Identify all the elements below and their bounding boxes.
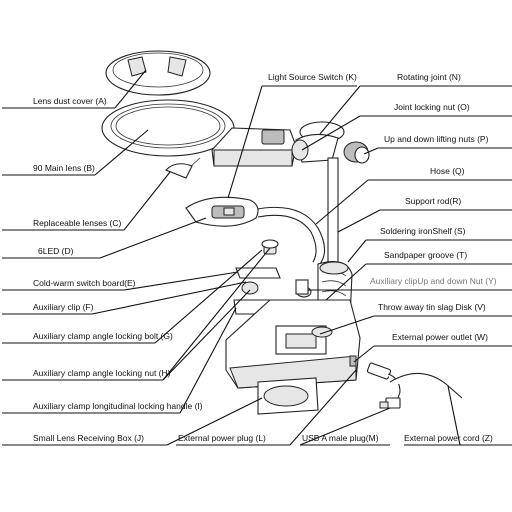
power-cord <box>366 362 463 409</box>
label-support-rod: Support rod(R) <box>405 196 461 206</box>
label-external-power-outlet: External power outlet (W) <box>392 332 488 342</box>
small-lens-box <box>257 377 319 415</box>
lens-dust-cover <box>105 50 211 96</box>
callout-labels: Lens dust cover (A) 90 Main lens (B) Rep… <box>33 72 497 443</box>
label-6led: 6LED (D) <box>38 246 74 256</box>
label-soldering-iron-shelf: Soldering ironShelf (S) <box>380 226 466 236</box>
label-clamp-angle-locking-nut: Auxiliary clamp angle locking nut (H) <box>33 368 171 378</box>
label-light-source-switch: Light Source Switch (K) <box>268 72 357 82</box>
label-clamp-angle-locking-bolt: Auxiliary clamp angle locking bolt (G) <box>33 331 173 341</box>
label-main-lens: 90 Main lens (B) <box>33 163 95 173</box>
label-tin-slag-disk: Throw away tin slag Disk (V) <box>378 302 486 312</box>
hose <box>251 206 326 265</box>
lens-arm-housing <box>165 127 297 179</box>
rotating-joint <box>291 121 370 164</box>
base <box>225 299 361 389</box>
label-replaceable-lenses: Replaceable lenses (C) <box>33 218 122 228</box>
main-lens <box>101 99 235 157</box>
label-external-power-cord: External power cord (Z) <box>404 433 493 443</box>
label-aux-clip-up-down-nut: Auxiliary clipUp and down Nut (Y) <box>370 276 497 286</box>
label-sandpaper-groove: Sandpaper groove (T) <box>384 250 467 260</box>
label-rotating-joint: Rotating joint (N) <box>397 72 461 82</box>
label-small-lens-receiving-box: Small Lens Receiving Box (J) <box>33 433 144 443</box>
label-external-power-plug: External power plug (L) <box>178 433 266 443</box>
label-usb-a-male-plug: USB A male plug(M) <box>302 433 379 443</box>
label-auxiliary-clip: Auxiliary clip (F) <box>33 302 94 312</box>
leader-lines <box>2 69 512 446</box>
label-cold-warm-switch-board: Cold-warm switch board(E) <box>33 278 136 288</box>
label-up-down-lifting-nuts: Up and down lifting nuts (P) <box>384 134 489 144</box>
label-hose: Hose (Q) <box>430 166 465 176</box>
label-clamp-longitudinal-locking-handle: Auxiliary clamp longitudinal locking han… <box>33 401 203 411</box>
label-lens-dust-cover: Lens dust cover (A) <box>33 96 107 106</box>
label-joint-locking-nut: Joint locking nut (O) <box>394 102 470 112</box>
